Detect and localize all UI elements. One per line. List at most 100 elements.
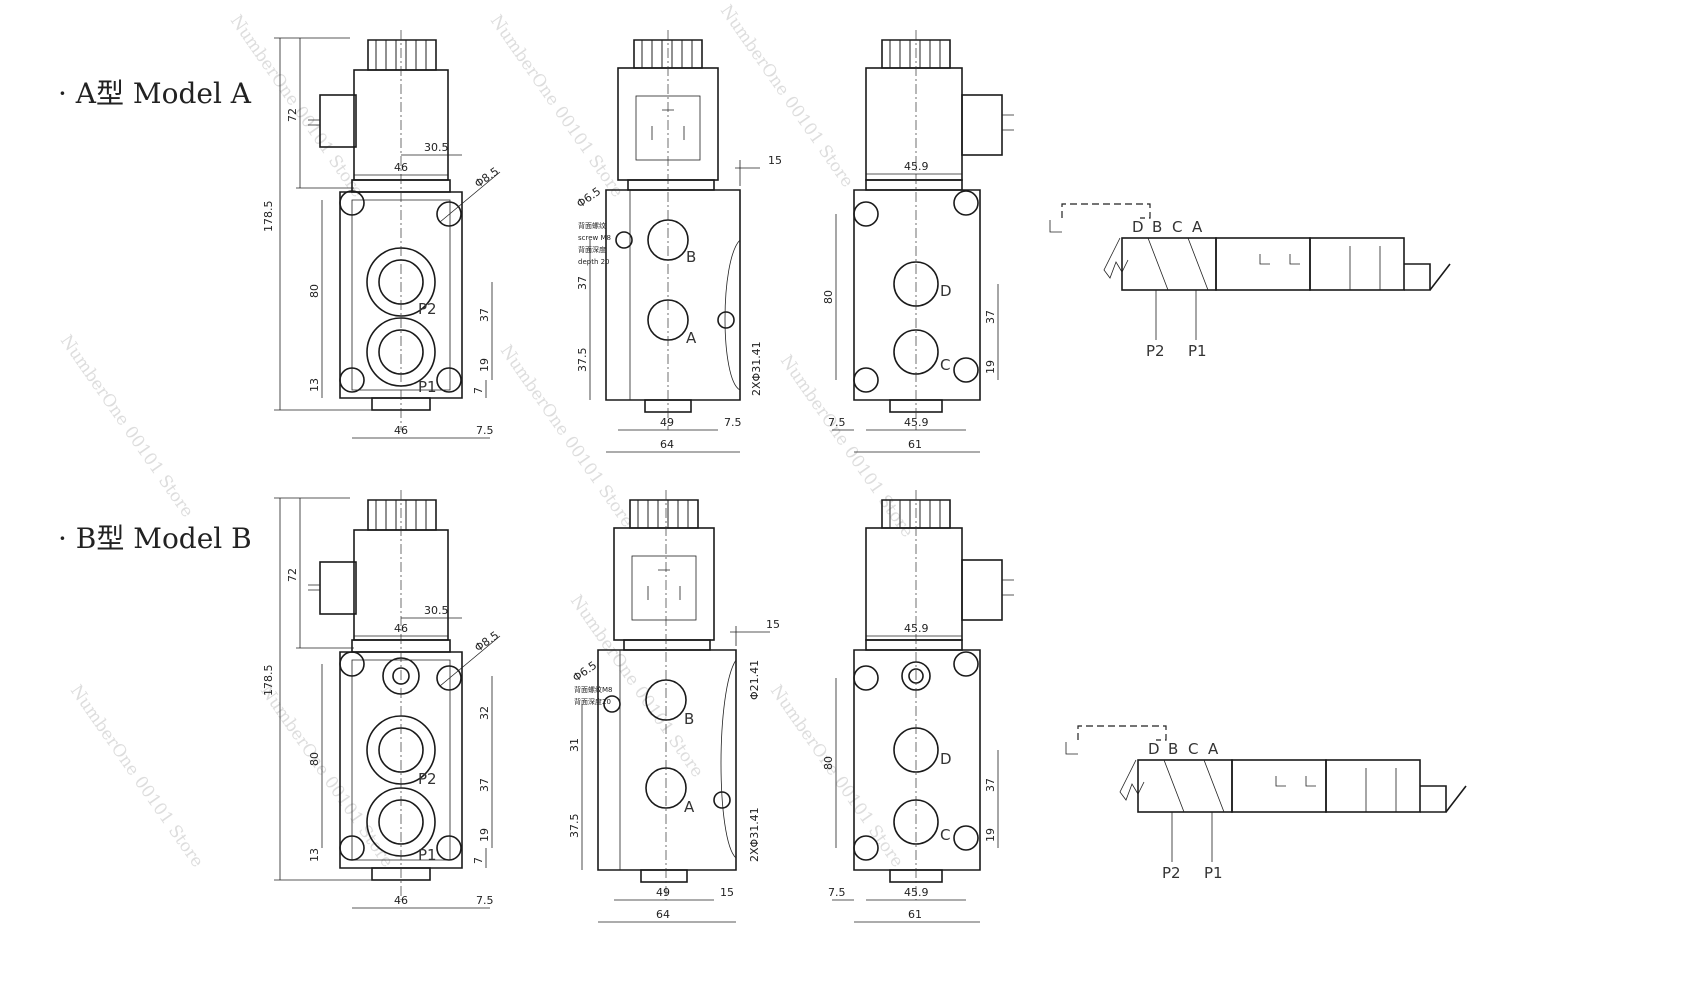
dim-port-bottom: 19: [478, 358, 491, 372]
model-b: · B型 Model B P2 P1 178.5: [58, 490, 1467, 923]
pilot-line: [1061, 203, 1151, 219]
valve-box-3: [1309, 237, 1405, 291]
neck: [865, 179, 963, 191]
dim-total-width: 61: [908, 908, 922, 921]
dim-width-49: 49: [656, 886, 670, 899]
flow-arrow: [1163, 759, 1225, 813]
dim-body-height: 80: [822, 290, 835, 304]
mount-hole: [953, 190, 979, 216]
dim-line: [274, 497, 372, 881]
side-hole: [717, 311, 735, 329]
connector-pins: [647, 569, 681, 600]
dim-hole-diameter: Φ8.5: [472, 165, 501, 191]
dim-bottom-width: 45.9: [904, 886, 929, 899]
body-section: [720, 659, 737, 859]
note-thread-cn: 背面螺纹: [578, 221, 606, 230]
mount-hole: [436, 835, 462, 861]
mount-hole: [436, 367, 462, 393]
dim-line: [485, 282, 493, 398]
dim-width-7.5: 7.5: [724, 416, 742, 429]
symbol-port-a: A: [1192, 218, 1203, 236]
dim-top-thickness: 15: [768, 154, 782, 167]
dim-port-diameter: 2XΦ31.41: [750, 341, 763, 396]
mount-hole: [853, 835, 879, 861]
pilot-line: [1077, 725, 1167, 741]
symbol-port-c: C: [1188, 740, 1198, 758]
dim-bottom-height: 37.5: [576, 348, 589, 373]
dim-line: [598, 899, 736, 923]
dim-line: [730, 626, 770, 646]
flow-arrow: [1349, 246, 1381, 290]
dim-port-bottom: 19: [478, 828, 491, 842]
dim-hole-diameter: Φ6.5: [574, 185, 603, 211]
dim-line: [832, 429, 980, 453]
port-label-b: B: [684, 710, 694, 728]
dim-bottom-height: 37.5: [568, 814, 581, 839]
mount-hole: [436, 201, 462, 227]
mount-hole: [953, 651, 979, 677]
dim-body-height: 80: [308, 752, 321, 766]
symbol-port-b: B: [1168, 740, 1178, 758]
watermark: NumberOne 00101 Store: [776, 351, 917, 541]
symbol-port-d: D: [1132, 218, 1144, 236]
model-b-back-view: D C 45.9 80 37 19 7.5 45.9 61: [822, 490, 1014, 923]
dim-line: [606, 429, 740, 453]
dim-port-spacing: 37: [984, 310, 997, 324]
valve-body-back: [853, 649, 981, 871]
dim-port-spacing: 37: [984, 778, 997, 792]
dim-base-width: 46: [394, 424, 408, 437]
note-depth-en: depth 20: [578, 258, 610, 266]
dim-port-diameter: 2XΦ31.41: [748, 807, 761, 862]
dim-port-bottom: 19: [984, 828, 997, 842]
model-a: · A型 Model A P2: [58, 30, 1451, 453]
body-inner: [351, 199, 451, 391]
dim-base-width: 46: [394, 894, 408, 907]
port-label-c: C: [940, 356, 950, 374]
port-label-p1: P1: [418, 846, 437, 864]
watermark: NumberOne 00101 Store: [256, 681, 397, 871]
dim-coil-height: 72: [286, 568, 299, 582]
mount-hole: [339, 190, 365, 216]
knob-knurl: [375, 500, 427, 530]
dim-hole-diameter: Φ8.5: [472, 629, 501, 655]
connector-pin: [1002, 579, 1014, 596]
model-a-side-view: B A 15 Φ6.5 背面螺纹 screw M8 背面深度 depth 20 …: [574, 30, 782, 453]
dim-body-height: 80: [308, 284, 321, 298]
knob-knurl: [375, 40, 427, 70]
dim-coil-width: 46: [394, 622, 408, 635]
mount-hole: [339, 367, 365, 393]
model-a-back-view: D C 45.9 80 37 19 7.5 45.9 61: [822, 30, 1014, 453]
mount-hole: [339, 835, 365, 861]
valve-box-1: [1121, 237, 1217, 291]
dim-hole-diameter: Φ6.5: [570, 659, 599, 685]
mount-hole: [953, 825, 979, 851]
side-hole: [713, 791, 731, 809]
symbol-port-p2: P2: [1162, 864, 1181, 882]
leader-line: [439, 171, 501, 223]
dim-pilot-spacing: 32: [478, 706, 491, 720]
dim-offset: 30.5: [424, 604, 449, 617]
dim-total-height: 178.5: [262, 665, 275, 697]
knob-knurl: [637, 500, 689, 528]
neck: [627, 179, 715, 191]
dim-bottom-height: 13: [308, 848, 321, 862]
dim-coil-width: 46: [394, 161, 408, 174]
leader-line: [439, 635, 501, 687]
body-section: [724, 239, 741, 391]
mount-hole: [339, 651, 365, 677]
valve-body: [339, 651, 463, 869]
valve-box-1: [1137, 759, 1233, 813]
valve-body-back: [853, 189, 981, 401]
coil-connector: [613, 527, 715, 641]
model-b-hydraulic-symbol: D B C A P2 P1: [1065, 725, 1467, 882]
dim-top-port-diameter: Φ21.41: [748, 660, 761, 700]
side-hole: [615, 231, 633, 249]
knob-knurl: [889, 500, 941, 528]
mount-hole: [853, 665, 879, 691]
symbol-port-p1: P1: [1204, 864, 1223, 882]
connector-pin: [308, 119, 320, 126]
flow-arrow: [1365, 768, 1397, 812]
watermark: NumberOne 00101 Store: [716, 1, 857, 191]
symbol-pipe: [1171, 812, 1213, 862]
model-b-front-view: P2 P1 178.5 72 80 13 30.5 46 46 7.5 32 3…: [262, 490, 501, 909]
